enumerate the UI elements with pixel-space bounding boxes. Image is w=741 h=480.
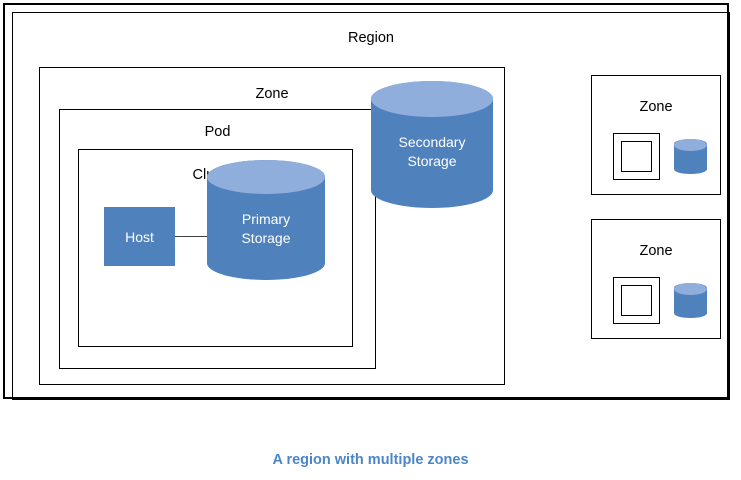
zone-main-box: Zone Pod Cluster Host <box>39 67 505 385</box>
region-box: Region Zone Pod Cluster Host <box>12 12 730 400</box>
pod-label: Pod <box>204 124 231 140</box>
secondary-storage-label: Secondary Storage <box>371 133 493 171</box>
figure-outer-frame: Region Zone Pod Cluster Host <box>3 3 730 400</box>
host-to-primary-storage-connector <box>175 236 208 238</box>
primary-storage-label-line1: Primary <box>241 211 291 227</box>
primary-storage-label: Primary Storage <box>207 210 325 248</box>
secondary-storage-label-line2: Storage <box>407 152 457 169</box>
cylinder-top-ellipse <box>207 160 325 194</box>
pod-square-icon <box>613 277 660 324</box>
cluster-box: Cluster Host Primary <box>78 149 353 347</box>
cluster-square-icon <box>621 141 652 172</box>
host-node: Host <box>104 207 175 266</box>
storage-cylinder-icon <box>674 139 707 174</box>
zone-main-label: Zone <box>255 86 289 102</box>
pod-box: Pod Cluster Host <box>59 109 376 369</box>
figure-caption: A region with multiple zones <box>272 452 469 468</box>
secondary-storage-label-line1: Secondary <box>398 134 466 150</box>
primary-storage-label-line2: Storage <box>241 229 291 246</box>
zone-collapsed-1-label: Zone <box>639 99 673 115</box>
primary-storage-cylinder-icon: Primary Storage <box>207 160 325 280</box>
cylinder-top-ellipse <box>674 139 707 151</box>
storage-cylinder-icon <box>674 283 707 318</box>
zone-collapsed-2: Zone <box>591 219 721 339</box>
zone-collapsed-1: Zone <box>591 75 721 195</box>
cylinder-top-ellipse <box>371 81 493 117</box>
cylinder-top-ellipse <box>674 283 707 295</box>
host-label: Host <box>125 228 154 245</box>
cluster-square-icon <box>621 285 652 316</box>
pod-square-icon <box>613 133 660 180</box>
region-label: Region <box>348 30 394 46</box>
secondary-storage-cylinder-icon: Secondary Storage <box>371 81 493 208</box>
zone-collapsed-2-label: Zone <box>639 243 673 259</box>
